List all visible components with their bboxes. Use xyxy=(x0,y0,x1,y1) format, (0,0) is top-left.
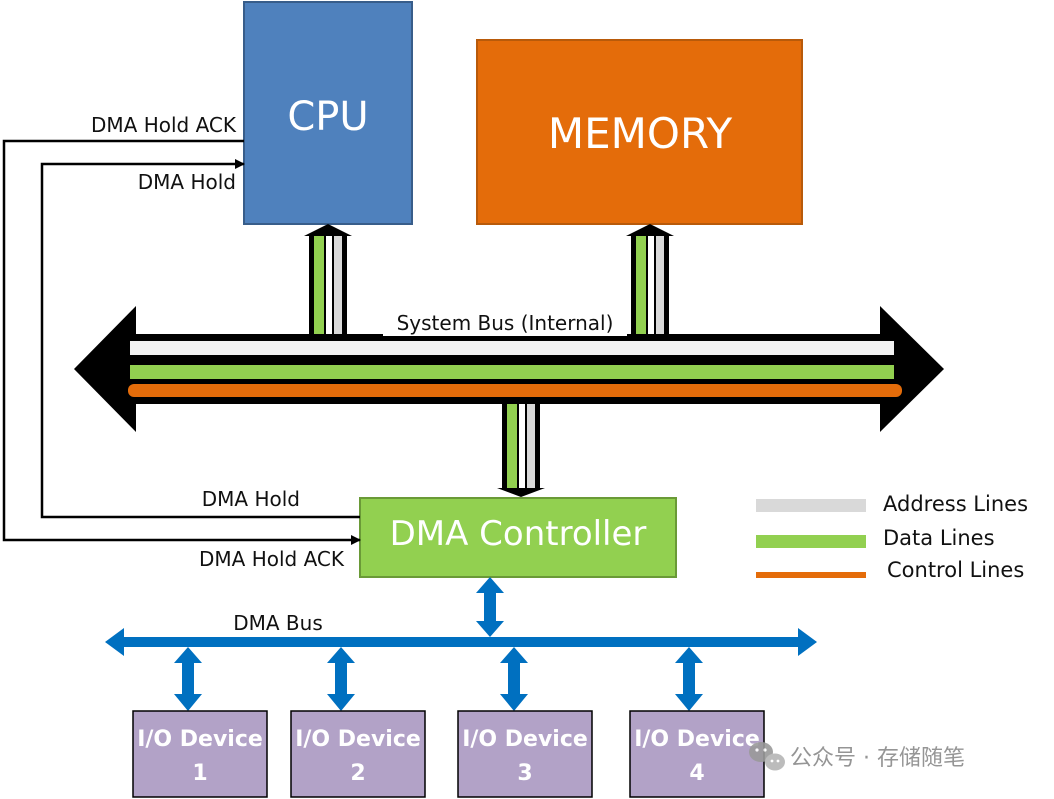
control-signals xyxy=(2,139,361,545)
control-lines-band xyxy=(128,384,902,397)
io-device-4-title: I/O Device xyxy=(634,727,760,752)
io-device-4-number: 4 xyxy=(689,761,704,786)
io-device-4[interactable]: I/O Device 4 xyxy=(629,710,765,798)
io-device-2-title: I/O Device xyxy=(295,727,421,752)
io-device-2[interactable]: I/O Device 2 xyxy=(290,710,426,798)
memory-label: MEMORY xyxy=(548,109,733,158)
io-device-2-number: 2 xyxy=(350,761,365,786)
dma-hold-ack-line xyxy=(2,139,361,545)
legend-control-swatch xyxy=(756,572,866,578)
device-1-arrow xyxy=(174,647,202,711)
controller-dma-bus-arrow xyxy=(476,577,504,637)
bottom-dma-hold-ack-label: DMA Hold ACK xyxy=(199,547,345,571)
dma-controller-bus-connector xyxy=(497,404,545,497)
dma-hold-line xyxy=(40,159,360,519)
memory-bus-connector xyxy=(626,224,674,334)
cpu-box xyxy=(243,1,413,225)
device-3-arrow xyxy=(500,647,528,711)
dma-bus-line xyxy=(120,637,802,647)
io-device-3-title: I/O Device xyxy=(462,727,588,752)
dma-controller-label: DMA Controller xyxy=(390,514,647,554)
data-lines-band xyxy=(130,365,894,379)
top-dma-hold-ack-label: DMA Hold ACK xyxy=(91,113,237,137)
legend: Address Lines Data Lines Control Lines xyxy=(756,492,1028,582)
io-device-1-title: I/O Device xyxy=(137,727,263,752)
io-device-1[interactable]: I/O Device 1 xyxy=(132,710,268,798)
legend-control-label: Control Lines xyxy=(887,558,1024,582)
cpu-label: CPU xyxy=(287,94,368,140)
legend-data-label: Data Lines xyxy=(883,526,995,550)
legend-data-swatch xyxy=(756,535,866,548)
legend-address-label: Address Lines xyxy=(883,492,1028,516)
dma-controller-block: DMA Controller xyxy=(359,497,677,578)
dma-bus-left-arrow xyxy=(105,628,124,656)
legend-address-swatch xyxy=(756,499,866,512)
dma-bus-right-arrow xyxy=(798,628,817,656)
io-device-3[interactable]: I/O Device 3 xyxy=(457,710,593,798)
memory-block: MEMORY xyxy=(476,39,803,225)
dma-bus-label: DMA Bus xyxy=(233,611,323,635)
wechat-icon xyxy=(749,742,785,771)
memory-box xyxy=(476,39,803,225)
io-device-3-number: 3 xyxy=(517,761,532,786)
device-4-arrow xyxy=(675,647,703,711)
device-2-arrow xyxy=(327,647,355,711)
cpu-block: CPU xyxy=(243,1,413,225)
address-lines-band xyxy=(130,341,894,355)
dma-bus[interactable] xyxy=(105,628,817,656)
io-device-1-number: 1 xyxy=(192,761,207,786)
device-arrows xyxy=(174,647,703,711)
system-bus-left-arrow xyxy=(74,306,136,432)
dma-controller-box xyxy=(359,497,677,578)
watermark: 公众号 · 存储随笔 xyxy=(749,742,965,771)
watermark-text: 公众号 · 存储随笔 xyxy=(790,746,965,771)
system-bus[interactable]: System Bus (Internal) xyxy=(74,306,944,432)
cpu-bus-connector xyxy=(304,224,352,334)
top-dma-hold-label: DMA Hold xyxy=(138,170,236,194)
system-bus-label: System Bus (Internal) xyxy=(397,311,614,335)
bottom-dma-hold-label: DMA Hold xyxy=(202,487,300,511)
